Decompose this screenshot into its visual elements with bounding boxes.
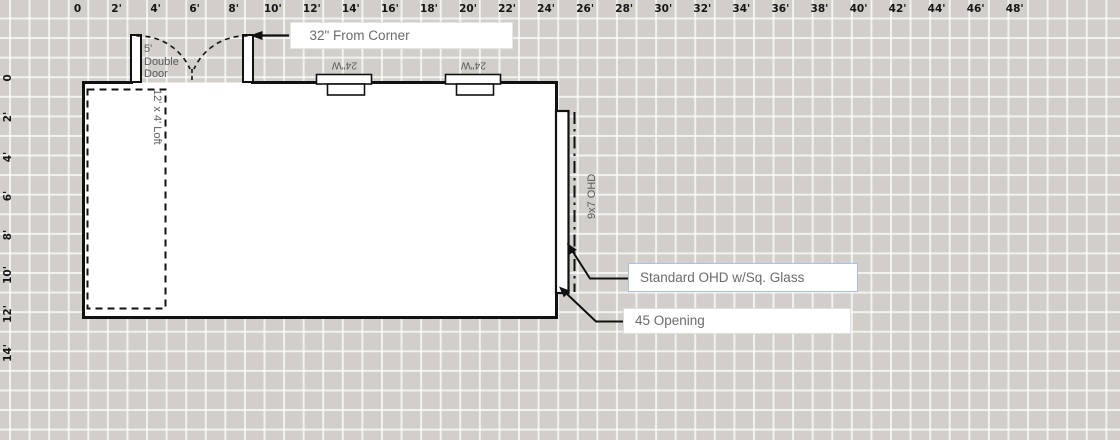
ruler-left-label: 8' (2, 229, 14, 241)
window-2[interactable] (444, 73, 502, 96)
ruler-top-label: 20' (459, 3, 477, 15)
ruler-top-label: 26' (576, 3, 595, 15)
ruler-top-label: 28' (615, 3, 634, 15)
leader-from-corner (250, 31, 289, 40)
ruler-top-label: 18' (420, 3, 438, 15)
ruler-left-label: 10' (2, 265, 14, 284)
callout-opening[interactable]: 45 Opening (623, 308, 851, 334)
ruler-top-label: 30' (654, 3, 673, 15)
callout-standard-ohd[interactable]: Standard OHD w/Sq. Glass (628, 263, 858, 292)
loft-label: 12' x 4' Loft (151, 89, 163, 145)
leader-opening (559, 286, 623, 323)
ruler-top-label: 12' (302, 3, 321, 15)
ruler-left-label: 2' (2, 112, 14, 123)
double-door-right-leaf[interactable] (242, 34, 254, 83)
double-door-label: 5' Double Door (144, 43, 179, 80)
ruler-top-label: 6' (189, 3, 200, 15)
window-1[interactable] (315, 73, 373, 96)
ruler-top-label: 24' (537, 3, 556, 15)
ruler-top-label: 46' (966, 3, 985, 15)
window-1-label: 24"W (331, 59, 358, 72)
building-walls[interactable] (82, 81, 558, 319)
ohd-door-panel[interactable] (554, 109, 570, 295)
loft-outline[interactable] (86, 88, 167, 310)
ruler-top-label: 36' (771, 3, 790, 15)
ruler-left-label: 14' (2, 344, 14, 363)
ruler-left-label: 6' (2, 190, 14, 202)
arrowhead-upleft-icon (567, 243, 577, 255)
arrowhead-left-icon (250, 31, 263, 40)
ruler-top-label: 16' (380, 3, 399, 15)
arrowhead-upleft-icon (559, 286, 571, 298)
ruler-top-label: 34' (732, 3, 751, 15)
leader-standard-ohd (567, 243, 628, 280)
ruler-left-label: 12' (2, 304, 14, 323)
ruler-top-label: 14' (341, 3, 360, 15)
callout-from-corner[interactable]: 32" From Corner (289, 22, 513, 49)
ohd-door-label: 9x7 OHD (585, 173, 598, 219)
ruler-top-label: 4' (150, 3, 161, 15)
ruler-top-label: 40' (849, 3, 868, 15)
building-interior[interactable] (83, 82, 557, 318)
double-door-left-leaf[interactable] (130, 34, 142, 83)
ruler-top-label: 48' (1005, 3, 1024, 15)
ruler-top-label: 2' (111, 3, 122, 15)
ruler-top-label: 38' (810, 3, 829, 15)
door-swing-arc-right (193, 35, 248, 70)
ruler-left-label: 0 (2, 74, 14, 82)
ruler-top-label: 42' (888, 3, 907, 15)
ruler-top-label: 22' (498, 3, 516, 15)
ruler-top-label: 0 (73, 3, 82, 15)
window-2-label: 24"W (460, 59, 487, 72)
ruler-left-label: 4' (2, 151, 14, 162)
ruler-top-label: 32' (693, 3, 712, 15)
ruler-top-label: 10' (263, 3, 282, 15)
ruler-top-label: 44' (927, 3, 946, 15)
ruler-top-label: 8' (228, 3, 239, 15)
